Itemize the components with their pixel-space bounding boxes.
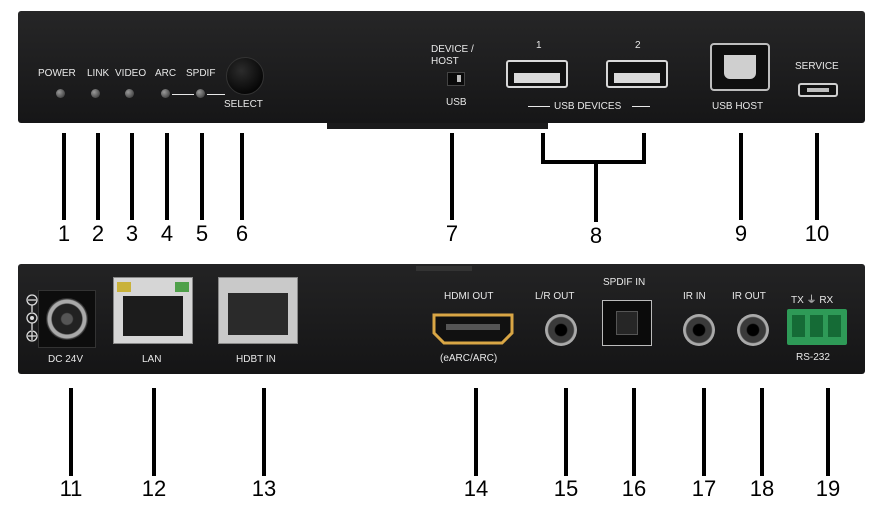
- callout-line-4: [165, 133, 169, 220]
- callout-bracket-right: [642, 133, 646, 163]
- usb-device-port-2[interactable]: [606, 60, 668, 88]
- spdif-select-link-line: [207, 94, 225, 95]
- usb-devices-line-right: [632, 106, 650, 107]
- callout-number-3: 3: [125, 221, 139, 246]
- device-host-label: DEVICE / HOST: [431, 44, 474, 67]
- callout-number-6: 6: [235, 221, 249, 246]
- callout-number-2: 2: [91, 221, 105, 246]
- hdmi-out-port[interactable]: [432, 313, 514, 345]
- hdbt-in-port[interactable]: [218, 277, 298, 344]
- callout-line-7: [450, 133, 454, 220]
- arc-spdif-link-line: [172, 94, 194, 95]
- spdif-led: [196, 89, 205, 98]
- ir-in-label: IR IN: [683, 291, 706, 302]
- power-led: [56, 89, 65, 98]
- callout-line-9: [739, 133, 743, 220]
- hdmi-out-label: HDMI OUT: [444, 291, 494, 302]
- callout-number-12: 12: [141, 476, 167, 501]
- callout-number-11: 11: [59, 476, 83, 501]
- callout-line-14: [474, 388, 478, 476]
- callout-line-11: [69, 388, 73, 476]
- spdif-label: SPDIF: [186, 68, 216, 79]
- lr-out-jack[interactable]: [545, 314, 577, 346]
- usb-devices-line-left: [528, 106, 550, 107]
- usb-switch-label: USB: [446, 97, 467, 108]
- link-led: [91, 89, 100, 98]
- lan-label: LAN: [142, 354, 162, 365]
- callout-line-16: [632, 388, 636, 476]
- usb-device-1-number: 1: [536, 40, 542, 51]
- callout-line-5: [200, 133, 204, 220]
- callout-number-17: 17: [691, 476, 717, 501]
- usb-device-2-number: 2: [635, 40, 641, 51]
- callout-number-9: 9: [734, 221, 748, 246]
- link-label: LINK: [87, 68, 110, 79]
- ir-out-jack[interactable]: [737, 314, 769, 346]
- callout-line-2: [96, 133, 100, 220]
- callout-line-19: [826, 388, 830, 476]
- arc-led: [161, 89, 170, 98]
- callout-number-8: 8: [589, 223, 603, 248]
- spdif-in-port[interactable]: [602, 300, 652, 346]
- callout-number-4: 4: [160, 221, 174, 246]
- callout-number-15: 15: [553, 476, 579, 501]
- hdmi-earc-label: (eARC/ARC): [440, 353, 498, 364]
- lan-port[interactable]: [113, 277, 193, 344]
- callout-number-1: 1: [57, 221, 71, 246]
- select-button[interactable]: [226, 57, 264, 95]
- usb-devices-label: USB DEVICES: [554, 101, 622, 112]
- arc-label: ARC: [155, 68, 177, 79]
- callout-line-8: [594, 160, 598, 222]
- video-led: [125, 89, 134, 98]
- callout-line-13: [262, 388, 266, 476]
- rs232-pin-label: TX ⏚ RX: [791, 295, 834, 306]
- device-host-switch[interactable]: [447, 72, 465, 86]
- callout-number-16: 16: [621, 476, 647, 501]
- select-label: SELECT: [224, 99, 263, 110]
- rear-panel-notch: [416, 266, 472, 271]
- usb-device-port-1[interactable]: [506, 60, 568, 88]
- callout-line-18: [760, 388, 764, 476]
- callout-line-6: [240, 133, 244, 220]
- lr-out-label: L/R OUT: [535, 291, 575, 302]
- spdif-in-label: SPDIF IN: [603, 277, 646, 288]
- callout-line-1: [62, 133, 66, 220]
- video-label: VIDEO: [115, 68, 147, 79]
- switch-knob: [457, 75, 461, 82]
- service-micro-usb-port[interactable]: [798, 83, 838, 97]
- usb-host-label: USB HOST: [712, 101, 764, 112]
- callout-line-12: [152, 388, 156, 476]
- callout-number-10: 10: [804, 221, 830, 246]
- front-panel-lip: [327, 123, 548, 129]
- callout-number-7: 7: [445, 221, 459, 246]
- rs232-terminal-block[interactable]: [787, 309, 847, 345]
- callout-line-15: [564, 388, 568, 476]
- rs232-label: RS-232: [796, 352, 830, 363]
- callout-number-14: 14: [463, 476, 489, 501]
- callout-line-10: [815, 133, 819, 220]
- callout-line-3: [130, 133, 134, 220]
- callout-number-19: 19: [815, 476, 841, 501]
- ir-in-jack[interactable]: [683, 314, 715, 346]
- callout-bracket-left: [541, 133, 545, 163]
- service-label: SERVICE: [795, 61, 839, 72]
- callout-number-13: 13: [251, 476, 277, 501]
- dc-24v-label: DC 24V: [48, 354, 84, 365]
- callout-bracket-bar: [541, 160, 646, 164]
- callout-line-17: [702, 388, 706, 476]
- dc-power-jack[interactable]: [38, 290, 96, 348]
- power-label: POWER: [38, 68, 76, 79]
- hdbt-in-label: HDBT IN: [236, 354, 276, 365]
- callout-number-5: 5: [195, 221, 209, 246]
- callout-number-18: 18: [749, 476, 775, 501]
- ir-out-label: IR OUT: [732, 291, 766, 302]
- polarity-symbol: [26, 294, 38, 342]
- usb-host-port[interactable]: [710, 43, 770, 91]
